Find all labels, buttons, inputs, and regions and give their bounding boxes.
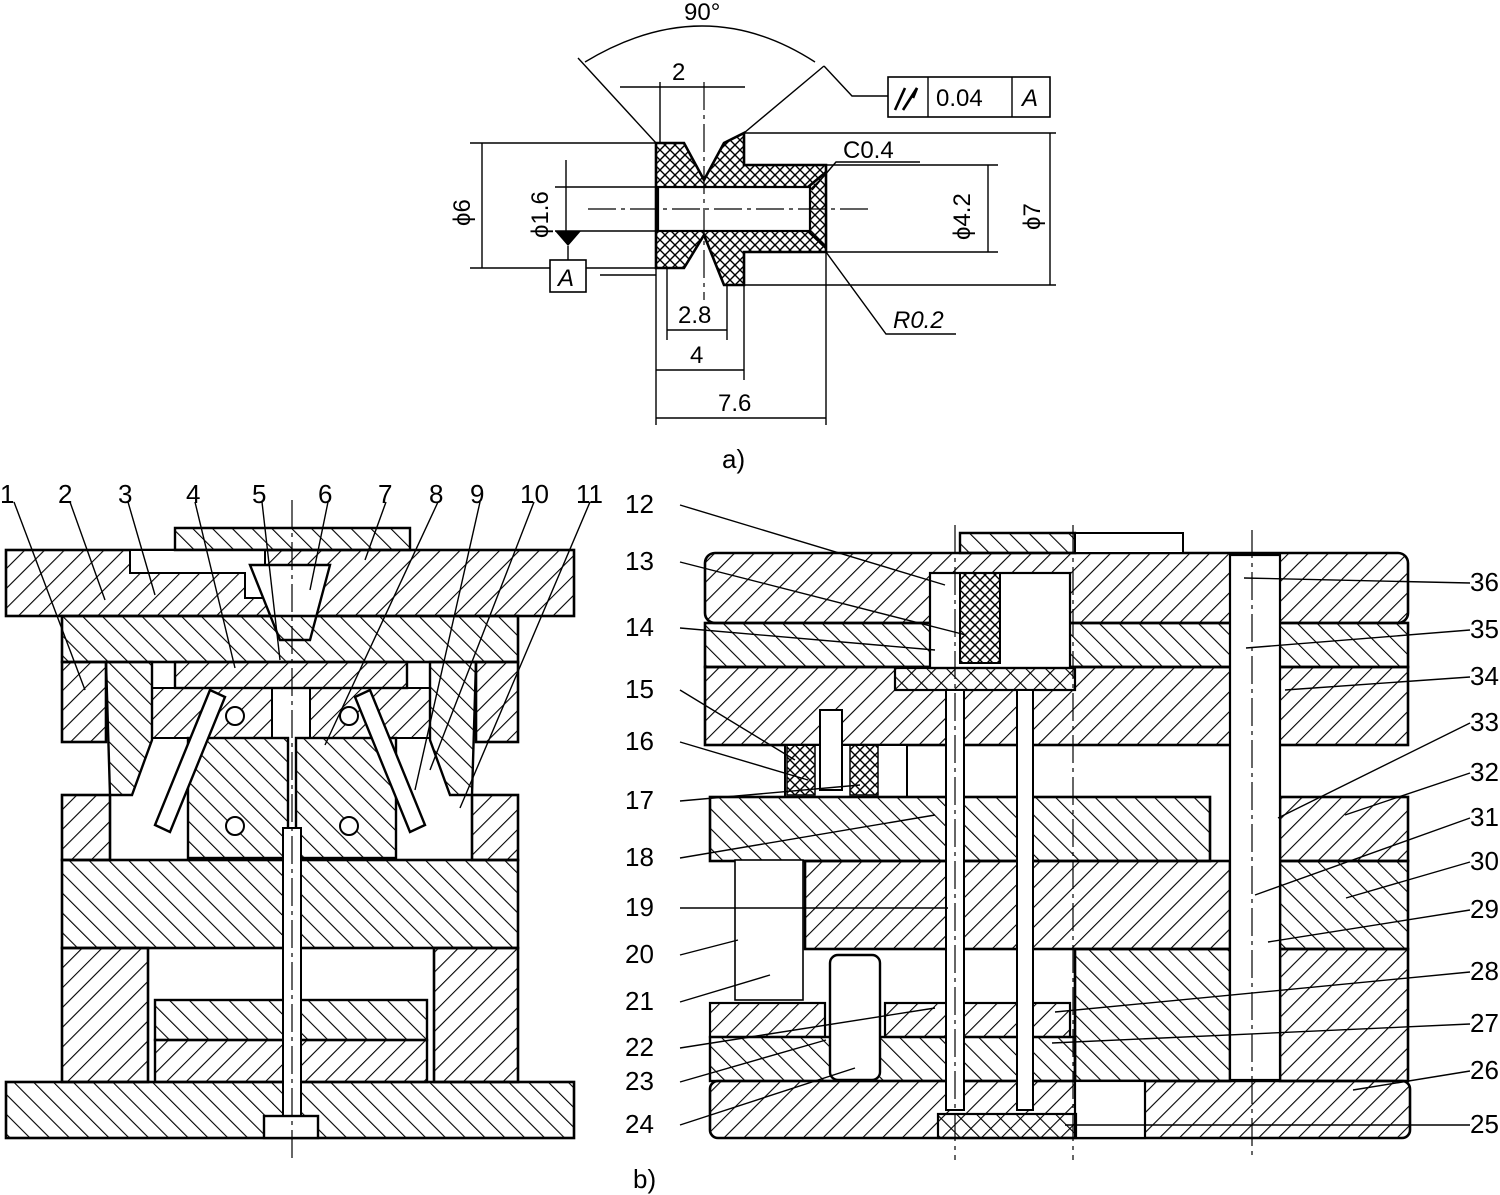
part-number: 10: [520, 479, 549, 509]
part-number: 5: [252, 479, 266, 509]
dia-outer-right: ϕ7: [1019, 203, 1046, 230]
part-number: 30: [1470, 846, 1499, 876]
dia-outer-left: ϕ6: [449, 199, 476, 226]
part-number: 7: [378, 479, 392, 509]
dia-bore: ϕ1.6: [527, 191, 554, 238]
part-number: 36: [1470, 567, 1499, 597]
part-number: 16: [625, 726, 654, 756]
part-number: 1: [0, 479, 14, 509]
chamfer-label: C0.4: [843, 137, 894, 164]
part-number: 25: [1470, 1109, 1499, 1139]
leader-lines: [13, 501, 1471, 1126]
part-number: 32: [1470, 757, 1499, 787]
mold-right-view: [703, 525, 1412, 1160]
part-number: 18: [625, 842, 654, 872]
part-number: 26: [1470, 1055, 1499, 1085]
datum-box: [549, 259, 587, 293]
part-drawing: 90° 2 0.04 A C0.4 ϕ6 ϕ1.6 A: [449, 0, 1056, 474]
part-number: 33: [1470, 707, 1499, 737]
dia-counterbore: ϕ4.2: [949, 193, 976, 240]
part-number: 20: [625, 939, 654, 969]
part-number: 4: [186, 479, 200, 509]
part-number: 28: [1470, 956, 1499, 986]
runout-icon: [893, 87, 919, 111]
datum-label: A: [556, 265, 574, 292]
part-number: 29: [1470, 894, 1499, 924]
part-number: 6: [318, 479, 332, 509]
part-number: 8: [429, 479, 443, 509]
angle-label: 90°: [684, 0, 720, 26]
mold-left-view: [4, 500, 576, 1160]
part-number: 3: [118, 479, 132, 509]
part-number: 13: [625, 546, 654, 576]
part-number: 23: [625, 1066, 654, 1096]
part-number: 14: [625, 612, 654, 642]
part-number: 27: [1470, 1008, 1499, 1038]
tolerance-value: 0.04: [936, 85, 983, 112]
part-number: 24: [625, 1109, 654, 1139]
dim-4: 4: [690, 342, 703, 369]
part-number: 2: [58, 479, 72, 509]
dim-2-8: 2.8: [678, 302, 711, 329]
part-number: 31: [1470, 802, 1499, 832]
tolerance-frame: [887, 76, 1051, 118]
tolerance-datum: A: [1020, 85, 1038, 112]
part-number: 15: [625, 674, 654, 704]
radius-label: R0.2: [893, 307, 944, 334]
part-number: 9: [470, 479, 484, 509]
part-number: 17: [625, 785, 654, 815]
caption-a: a): [722, 444, 745, 474]
part-number: 34: [1470, 661, 1499, 691]
datum-triangle: [555, 231, 581, 246]
part-number: 35: [1470, 614, 1499, 644]
part-number: 19: [625, 892, 654, 922]
part-number-labels: 1 2 3 4 5 6 7 8 9 10 11 12 13 14 15 16 1…: [0, 479, 1499, 1139]
part-number: 21: [625, 986, 654, 1016]
caption-b: b): [633, 1164, 656, 1194]
dim-7-6: 7.6: [718, 390, 751, 417]
part-number: 12: [625, 489, 654, 519]
part-number: 22: [625, 1032, 654, 1062]
part-number: 11: [576, 479, 603, 509]
dim-groove-width: 2: [672, 59, 685, 86]
